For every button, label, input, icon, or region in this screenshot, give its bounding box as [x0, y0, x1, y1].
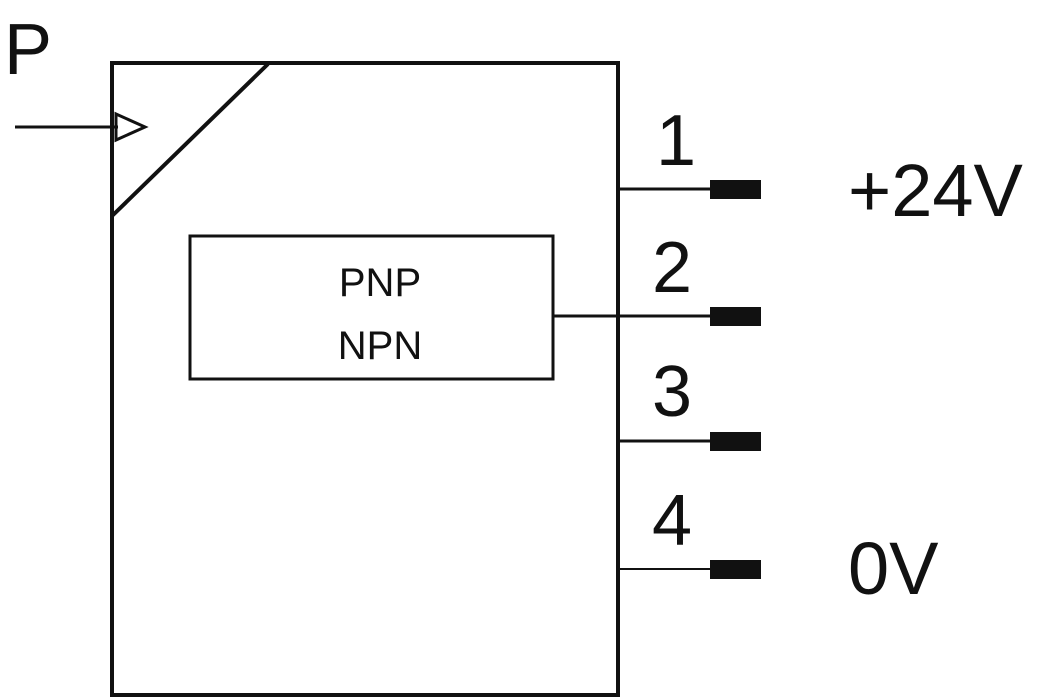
sensor-body: [110, 61, 620, 697]
pin-label: 0V: [848, 527, 939, 610]
pin-3: 3: [618, 352, 761, 451]
output-switch-block: [188, 234, 555, 381]
pin-1: 1 +24V: [618, 101, 1024, 232]
pin-number: 4: [652, 481, 692, 561]
pressure-input-label: P: [4, 10, 52, 90]
pin-number: 2: [652, 228, 692, 308]
input-arrow-icon: [15, 111, 149, 143]
output-type-pnp: PNP: [339, 261, 421, 305]
pin-number: 3: [652, 352, 692, 432]
pin-label: +24V: [848, 149, 1024, 232]
terminal-icon: [710, 432, 761, 451]
transducer-diagonal: [110, 62, 270, 218]
pin-number: 1: [656, 101, 696, 181]
pin-4: 4 0V: [618, 481, 939, 610]
pin-2: 2: [553, 228, 761, 326]
terminal-icon: [710, 307, 761, 326]
terminal-icon: [710, 560, 761, 579]
terminal-icon: [710, 180, 761, 199]
output-type-npn: NPN: [338, 324, 422, 368]
